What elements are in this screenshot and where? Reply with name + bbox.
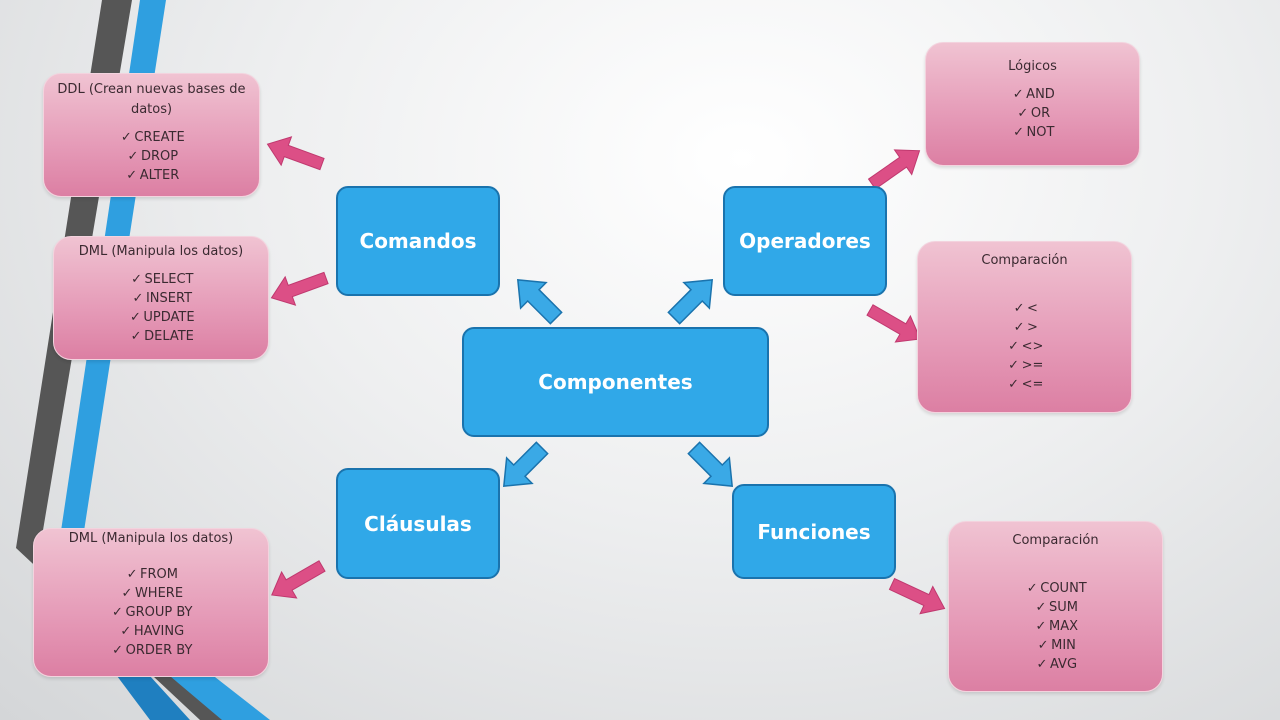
check-icon: ✓ — [1008, 339, 1020, 354]
list-item: ✓< — [918, 299, 1131, 318]
check-icon: ✓ — [1035, 619, 1047, 634]
list-item: ✓MIN — [949, 636, 1162, 655]
check-icon: ✓ — [121, 586, 133, 601]
list-item: ✓SUM — [949, 598, 1162, 617]
list-item: ✓ORDER BY — [34, 641, 268, 660]
list-item: ✓ALTER — [44, 166, 259, 185]
list-item: ✓UPDATE — [54, 308, 268, 327]
check-icon: ✓ — [1017, 106, 1029, 121]
card-dml-title: DML (Manipula los datos) — [78, 244, 244, 259]
card-logicos-list: ✓AND ✓OR ✓NOT — [926, 85, 1139, 142]
list-item: ✓DROP — [44, 147, 259, 166]
check-icon: ✓ — [131, 272, 142, 287]
check-icon: ✓ — [130, 329, 142, 344]
check-icon: ✓ — [126, 567, 138, 582]
card-comparacion: Comparación ✓< ✓> ✓<> ✓>= ✓<= — [917, 241, 1132, 413]
list-item: ✓MAX — [949, 617, 1162, 636]
node-componentes-label: Componentes — [538, 370, 693, 394]
card-dml-list: ✓SELECT ✓INSERT ✓UPDATE ✓DELATE — [54, 270, 268, 346]
list-item: ✓AVG — [949, 655, 1162, 674]
card-ddl: DDL (Crean nuevas bases de datos) ✓CREAT… — [43, 73, 260, 197]
stripe-blue — [54, 0, 270, 720]
check-icon: ✓ — [1035, 600, 1047, 615]
node-componentes[interactable]: Componentes — [462, 327, 769, 437]
card-logicos-title: Lógicos — [1008, 59, 1057, 74]
card-funciones: Comparación ✓COUNT ✓SUM ✓MAX ✓MIN ✓AVG — [948, 521, 1163, 692]
card-comparacion-list: ✓< ✓> ✓<> ✓>= ✓<= — [918, 299, 1131, 394]
list-item: ✓OR — [926, 104, 1139, 123]
check-icon: ✓ — [127, 149, 139, 164]
node-comandos[interactable]: Comandos — [336, 186, 500, 296]
check-icon: ✓ — [1013, 301, 1025, 316]
check-icon: ✓ — [1026, 581, 1038, 596]
card-clausulas-list: ✓FROM ✓WHERE ✓GROUP BY ✓HAVING ✓ORDER BY — [34, 565, 268, 660]
list-item: ✓>= — [918, 356, 1131, 375]
node-funciones[interactable]: Funciones — [732, 484, 896, 579]
list-item: ✓<> — [918, 337, 1131, 356]
list-item: ✓CREATE — [44, 128, 259, 147]
list-item: ✓SELECT — [54, 270, 268, 289]
card-funciones-title: Comparación — [1012, 533, 1099, 548]
node-comandos-label: Comandos — [359, 229, 477, 253]
card-funciones-list: ✓COUNT ✓SUM ✓MAX ✓MIN ✓AVG — [949, 579, 1162, 674]
card-dml: DML (Manipula los datos) ✓SELECT ✓INSERT… — [53, 236, 269, 360]
check-icon: ✓ — [1036, 657, 1048, 672]
check-icon: ✓ — [1013, 125, 1024, 140]
list-item: ✓INSERT — [54, 289, 268, 308]
list-item: ✓GROUP BY — [34, 603, 268, 622]
node-funciones-label: Funciones — [757, 519, 871, 544]
check-icon: ✓ — [1037, 638, 1049, 653]
node-clausulas[interactable]: Cláusulas — [336, 468, 500, 579]
list-item: ✓AND — [926, 85, 1139, 104]
list-item: ✓WHERE — [34, 584, 268, 603]
list-item: ✓NOT — [926, 123, 1139, 142]
card-clausulas-title: DML (Manipula los datos) — [68, 531, 234, 546]
check-icon: ✓ — [120, 624, 132, 639]
node-operadores[interactable]: Operadores — [723, 186, 887, 296]
card-comparacion-title: Comparación — [981, 253, 1068, 268]
node-operadores-label: Operadores — [739, 229, 871, 253]
check-icon: ✓ — [112, 643, 124, 658]
check-icon: ✓ — [1012, 87, 1024, 102]
check-icon: ✓ — [112, 605, 123, 620]
card-ddl-list: ✓CREATE ✓DROP ✓ALTER — [44, 128, 259, 185]
check-icon: ✓ — [120, 130, 132, 145]
card-ddl-title: DDL (Crean nuevas bases de datos) — [57, 82, 246, 117]
check-icon: ✓ — [126, 168, 138, 183]
list-item: ✓COUNT — [949, 579, 1162, 598]
list-item: ✓<= — [918, 375, 1131, 394]
check-icon: ✓ — [1013, 320, 1025, 335]
list-item: ✓HAVING — [34, 622, 268, 641]
check-icon: ✓ — [1008, 377, 1020, 392]
check-icon: ✓ — [129, 310, 141, 325]
check-icon: ✓ — [1008, 358, 1020, 373]
list-item: ✓DELATE — [54, 327, 268, 346]
list-item: ✓FROM — [34, 565, 268, 584]
card-logicos: Lógicos ✓AND ✓OR ✓NOT — [925, 42, 1140, 166]
card-clausulas: DML (Manipula los datos) ✓FROM ✓WHERE ✓G… — [33, 528, 269, 677]
check-icon: ✓ — [132, 291, 144, 306]
node-clausulas-label: Cláusulas — [364, 511, 472, 536]
list-item: ✓> — [918, 318, 1131, 337]
